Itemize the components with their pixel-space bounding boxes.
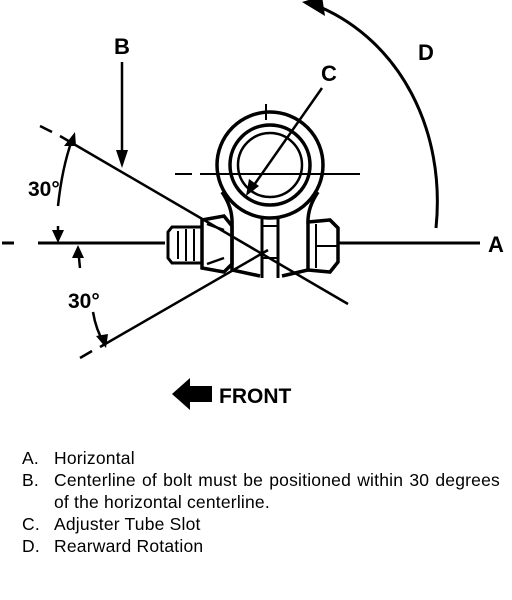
callout-d: D — [418, 40, 434, 65]
legend-key: A. — [22, 448, 39, 468]
legend: A. Horizontal B. Centerline of bolt must… — [22, 447, 500, 557]
callout-a: A — [488, 232, 504, 257]
legend-item-a: A. Horizontal — [22, 447, 500, 469]
tie-rod-adjuster-diagram: A B C D 30° 30° FRONT — [2, 0, 504, 410]
legend-key: B. — [22, 470, 39, 490]
legend-text: Centerline of bolt must be positioned wi… — [54, 470, 500, 512]
rearward-rotation-arrow — [302, 0, 439, 229]
callout-b-leader — [116, 62, 128, 168]
legend-item-d: D. Rearward Rotation — [22, 535, 500, 557]
callout-c: C — [321, 61, 337, 86]
clamp-assembly — [166, 104, 360, 278]
callout-c-leader — [246, 87, 324, 196]
legend-key: D. — [22, 536, 40, 556]
lower-angle-label: 30° — [68, 290, 100, 313]
upper-angle-label: 30° — [28, 178, 60, 201]
legend-key: C. — [22, 514, 40, 534]
legend-text: Horizontal — [54, 448, 135, 468]
legend-text: Adjuster Tube Slot — [54, 514, 201, 534]
legend-item-c: C. Adjuster Tube Slot — [22, 513, 500, 535]
upper-30-degree-limit-line — [39, 124, 349, 306]
callout-b: B — [114, 34, 130, 59]
lower-30-degree-limit-line — [79, 248, 269, 360]
upper-angle-arc — [52, 132, 76, 243]
front-arrow-icon — [172, 378, 212, 410]
lower-angle-arc — [72, 245, 108, 348]
legend-text: Rearward Rotation — [54, 536, 204, 556]
front-label: FRONT — [219, 385, 291, 408]
legend-item-b: B. Centerline of bolt must be positioned… — [22, 469, 500, 513]
